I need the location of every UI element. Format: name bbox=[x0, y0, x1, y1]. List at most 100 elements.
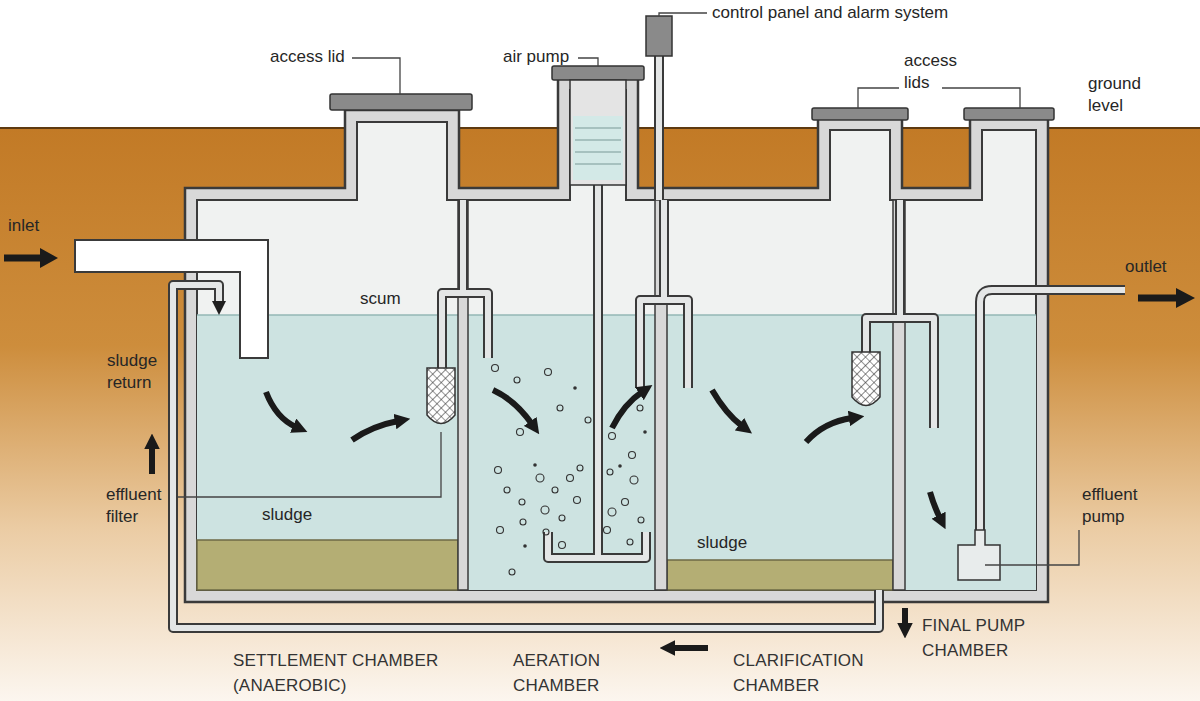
flow-arrow bbox=[266, 392, 296, 427]
air-bubble bbox=[543, 529, 549, 535]
sludge-return-pipe bbox=[173, 285, 879, 628]
air-pump-chamber bbox=[573, 116, 623, 180]
access-lid bbox=[330, 94, 472, 110]
flow-arrow bbox=[352, 421, 398, 440]
chamber-label: AERATION CHAMBER bbox=[513, 648, 623, 698]
leader-line bbox=[659, 13, 707, 16]
air-bubble bbox=[567, 475, 574, 482]
part-label: ground level bbox=[1088, 73, 1158, 117]
water bbox=[667, 315, 893, 590]
air-bubble bbox=[495, 467, 502, 474]
leader-line bbox=[578, 58, 598, 66]
air-bubble bbox=[604, 527, 611, 534]
part-label: sludge bbox=[697, 532, 747, 554]
air-bubble bbox=[629, 452, 636, 459]
water bbox=[197, 315, 458, 590]
pipe-connector bbox=[173, 285, 879, 628]
air-bubble bbox=[618, 464, 622, 468]
pipe-fill bbox=[640, 200, 688, 388]
leader-line bbox=[168, 432, 441, 497]
outlet-arrow bbox=[1138, 295, 1178, 302]
air-bubble bbox=[608, 508, 616, 516]
sludge-layer bbox=[197, 540, 458, 590]
flow-arrow bbox=[612, 392, 642, 428]
air-pump-body bbox=[570, 80, 626, 185]
leader-line bbox=[352, 58, 400, 94]
part-label: effluent filter bbox=[106, 484, 170, 528]
pipe-fill bbox=[173, 285, 879, 628]
part-label: outlet bbox=[1125, 256, 1167, 278]
leader-line bbox=[858, 88, 899, 108]
air-bubble bbox=[514, 377, 520, 383]
air-bubble bbox=[607, 469, 613, 475]
transfer-pipe bbox=[640, 200, 688, 388]
air-bubble bbox=[557, 405, 563, 411]
air-bubble bbox=[497, 527, 504, 534]
tank-cavity bbox=[197, 90, 1036, 590]
air-bubble bbox=[552, 487, 558, 493]
flow-arrow bbox=[149, 446, 155, 474]
control-pole bbox=[659, 56, 660, 200]
part-label: inlet bbox=[8, 215, 39, 237]
effluent-filter bbox=[852, 352, 880, 406]
part-label: effluent pump bbox=[1082, 484, 1152, 528]
air-bubble bbox=[559, 515, 565, 521]
flow-arrows bbox=[152, 390, 940, 648]
water bbox=[468, 315, 655, 590]
air-line bbox=[548, 185, 646, 558]
control-panel bbox=[646, 16, 672, 56]
pipe-outline bbox=[654, 56, 664, 200]
sludge-layer bbox=[667, 560, 893, 590]
air-bubble bbox=[574, 497, 581, 504]
air-bubble bbox=[585, 417, 591, 423]
leader-line bbox=[942, 88, 1020, 108]
pipe-outline bbox=[548, 185, 646, 558]
leader-line bbox=[985, 530, 1079, 565]
air-bubble bbox=[533, 463, 537, 467]
air-bubble bbox=[637, 405, 643, 411]
air-bubble bbox=[523, 544, 527, 548]
inlet-arrow bbox=[4, 255, 42, 262]
part-label: scum bbox=[360, 288, 401, 310]
air-bubble bbox=[559, 542, 566, 549]
air-bubbles bbox=[492, 365, 647, 576]
air-bubble bbox=[520, 519, 526, 525]
effluent-pump bbox=[958, 530, 1000, 580]
air-bubble bbox=[517, 429, 524, 436]
access-lid bbox=[812, 108, 908, 120]
air-bubble bbox=[643, 430, 647, 434]
air-bubble bbox=[573, 386, 577, 390]
pipe-fill bbox=[656, 56, 662, 200]
part-label: sludge bbox=[262, 504, 312, 526]
flow-arrow bbox=[902, 608, 908, 626]
air-bubble bbox=[630, 476, 638, 484]
pipe-fill bbox=[548, 185, 646, 558]
outlet-arrow-head bbox=[1176, 288, 1195, 308]
flow-arrow bbox=[930, 492, 940, 518]
inlet-arrow-head bbox=[40, 248, 58, 268]
flow-arrow bbox=[712, 390, 742, 426]
part-label: control panel and alarm system bbox=[712, 2, 948, 24]
flow-arrow bbox=[493, 390, 532, 424]
pump-cap bbox=[552, 66, 644, 80]
pipe-outline bbox=[640, 200, 688, 388]
air-bubble bbox=[536, 474, 544, 482]
air-bubble bbox=[638, 517, 644, 523]
transfer-pipe bbox=[442, 200, 488, 368]
air-bubble bbox=[519, 499, 525, 505]
air-pump-bellows bbox=[575, 128, 621, 164]
air-bubble bbox=[622, 499, 629, 506]
inlet-pipe bbox=[75, 240, 268, 358]
part-label: access lids bbox=[904, 50, 974, 94]
air-bubble bbox=[577, 465, 583, 471]
access-lid bbox=[964, 108, 1054, 120]
air-bubble bbox=[504, 487, 510, 493]
leader-lines bbox=[168, 13, 1079, 565]
chamber-area: AERATION CHAMBER bbox=[468, 315, 655, 590]
chamber-area: FINAL PUMP CHAMBER bbox=[905, 315, 1036, 590]
part-label: air pump bbox=[503, 46, 569, 68]
